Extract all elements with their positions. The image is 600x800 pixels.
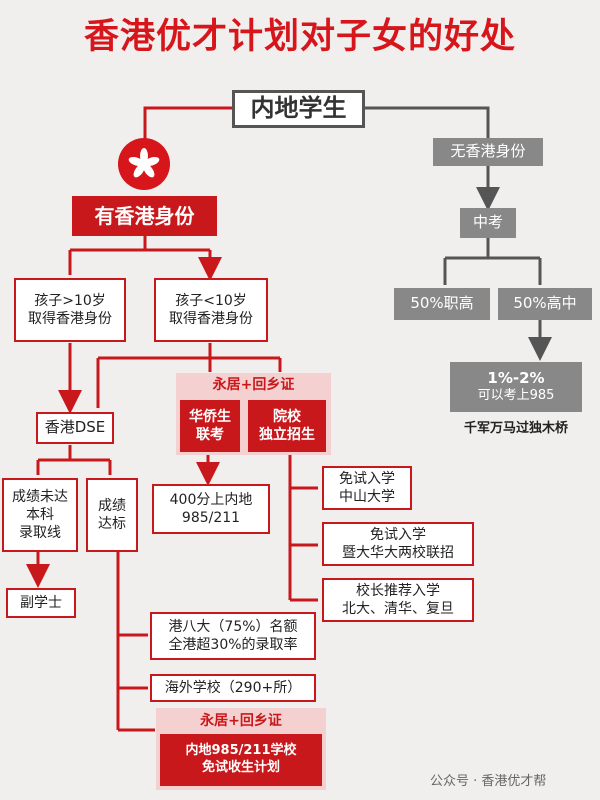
pass-line2: 达标 <box>98 516 126 532</box>
exempt2-line1: 免试入学 <box>370 526 426 543</box>
result-node: 1%-2% 可以考上985 <box>450 362 582 412</box>
no-hk-id-node: 无香港身份 <box>433 138 543 166</box>
fail-line3: 录取线 <box>19 525 61 542</box>
hk-flag-icon <box>118 138 170 190</box>
fail-line2: 本科 <box>26 506 54 523</box>
pass-line1: 成绩 <box>98 497 126 514</box>
watermark: 公众号 · 香港优才帮 <box>430 774 547 789</box>
oc-line1: 华侨生 <box>189 408 231 425</box>
high-school-node: 50%高中 <box>498 288 592 320</box>
principal-node: 校长推荐入学 北大、清华、复旦 <box>322 578 474 622</box>
score400-line2: 985/211 <box>181 510 241 526</box>
over10-line2: 取得香港身份 <box>28 311 112 327</box>
vocational-node: 50%职高 <box>394 288 490 320</box>
hk8-line1: 港八大（75%）名额 <box>168 618 298 635</box>
exempt2-line2: 暨大华大两校联招 <box>342 545 454 561</box>
bottom-line1: 内地985/211学校 <box>185 743 297 759</box>
result-line1: 1%-2% <box>487 368 545 387</box>
result-line2: 可以考上985 <box>477 388 555 404</box>
exempt1-node: 免试入学 中山大学 <box>322 466 412 510</box>
has-hk-id-node: 有香港身份 <box>72 196 217 236</box>
over10-node: 孩子>10岁 取得香港身份 <box>14 278 126 342</box>
exempt2-node: 免试入学 暨大华大两校联招 <box>322 522 474 566</box>
overseas-chinese-node: 华侨生 联考 <box>180 400 240 452</box>
under10-line2: 取得香港身份 <box>169 311 253 327</box>
note-text: 千军万马过独木桥 <box>463 420 568 436</box>
under10-line1: 孩子<10岁 <box>175 292 247 309</box>
bottom-line2: 免试收生计划 <box>201 760 280 775</box>
exempt1-line2: 中山大学 <box>339 489 395 505</box>
bottom-node: 内地985/211学校 免试收生计划 <box>160 734 322 786</box>
exam-node: 中考 <box>460 208 516 238</box>
pass-node: 成绩 达标 <box>86 478 138 552</box>
score400-node: 400分上内地 985/211 <box>152 484 270 534</box>
sa-line2: 独立招生 <box>259 427 315 443</box>
principal-line1: 校长推荐入学 <box>356 582 440 599</box>
sa-line1: 院校 <box>273 408 301 425</box>
score400-line1: 400分上内地 <box>169 491 253 508</box>
fail-line1: 成绩未达 <box>12 488 68 505</box>
dse-node: 香港DSE <box>36 412 114 444</box>
exempt1-line1: 免试入学 <box>339 470 395 487</box>
over10-line1: 孩子>10岁 <box>34 292 106 309</box>
root-node: 内地学生 <box>232 90 365 128</box>
principal-line2: 北大、清华、复旦 <box>342 601 454 617</box>
fail-node: 成绩未达 本科 录取线 <box>2 478 78 552</box>
school-admission-node: 院校 独立招生 <box>248 400 326 452</box>
oc-line2: 联考 <box>196 427 224 443</box>
page-title: 香港优才计划对子女的好处 <box>83 17 516 57</box>
under10-node: 孩子<10岁 取得香港身份 <box>154 278 268 342</box>
associate-node: 副学士 <box>6 588 76 618</box>
overseas-node: 海外学校（290+所） <box>150 674 316 702</box>
hk8-line2: 全港超30%的录取率 <box>168 637 298 653</box>
permanent-header: 永居+回乡证 <box>212 376 295 393</box>
bottom-header: 永居+回乡证 <box>200 712 282 729</box>
hk8-node: 港八大（75%）名额 全港超30%的录取率 <box>150 612 316 660</box>
